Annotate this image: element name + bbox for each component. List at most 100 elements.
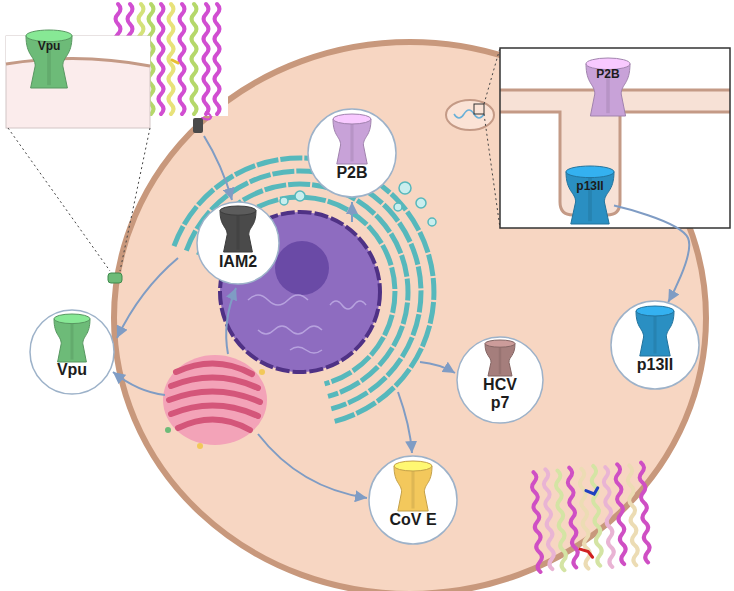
node-label: HCV p7 [477, 376, 523, 411]
circle-outline [611, 301, 699, 389]
helix [603, 467, 615, 567]
node-outline [566, 166, 614, 224]
channel-body [566, 172, 614, 224]
protein-structure-bottom [531, 462, 651, 572]
circle-outline [369, 456, 457, 544]
zoom-box [474, 104, 484, 114]
golgi-vesicle [259, 369, 265, 375]
transport-arrows [113, 136, 455, 498]
side-chain [586, 488, 598, 495]
transport-arrow [226, 288, 236, 354]
vesicle [295, 191, 305, 201]
helix [555, 470, 567, 570]
protein-circle: P2B [307, 108, 397, 198]
protein-circle: p13II [610, 300, 700, 390]
inset-membrane [6, 58, 150, 66]
node-label: Vpu [57, 361, 87, 379]
channel-rim [54, 314, 90, 324]
helix [215, 4, 220, 114]
channel-rim [636, 306, 674, 316]
node-outline [196, 201, 280, 285]
protein-circle: Vpu [29, 309, 115, 395]
channel-body [54, 319, 90, 362]
channel-icon: P2B [586, 58, 630, 116]
channel-body [26, 36, 72, 88]
node-label: P2B [336, 164, 367, 182]
channel-pore [237, 215, 240, 250]
channel-rim [485, 340, 515, 347]
vesicle [399, 182, 411, 194]
node-label: IAM2 [219, 253, 257, 271]
protein-circle: IAM2 [196, 201, 280, 285]
transport-arrow [614, 206, 689, 302]
chromatin-strand [290, 347, 322, 353]
vesicle [394, 203, 402, 211]
channel-icon [333, 114, 371, 164]
helix [567, 467, 579, 567]
golgi-vesicle [197, 443, 203, 449]
vesicle [416, 198, 426, 208]
channel-icon: p13II [566, 166, 614, 224]
channel-body [586, 64, 630, 116]
channel-body [220, 211, 256, 252]
channel-rim [566, 166, 614, 178]
chromatin-strand [248, 295, 308, 305]
mitochondrion [446, 100, 494, 130]
channel-pore [411, 471, 414, 509]
channel-rim [394, 461, 432, 471]
node-outline [307, 108, 397, 198]
golgi [163, 355, 267, 449]
helix [531, 472, 543, 572]
inner-membrane [500, 112, 730, 215]
channel-icon [54, 314, 90, 362]
cisterna [171, 377, 258, 388]
channel-body [394, 466, 432, 511]
channel-rim [333, 114, 371, 124]
helix [159, 4, 164, 114]
side-chain [580, 548, 593, 558]
inset-border [500, 48, 730, 228]
helix [543, 469, 555, 569]
transport-arrow [351, 202, 353, 222]
membrane-channel [108, 273, 122, 283]
zoom-line [484, 114, 500, 228]
node-label: Vpu [38, 40, 61, 53]
transport-arrow [204, 136, 232, 200]
channel-icon [566, 166, 614, 224]
circle-outline [308, 109, 396, 197]
zoom-line [8, 128, 110, 271]
membrane-channel [193, 118, 203, 133]
protein-circle: CoV E [368, 455, 458, 545]
cisterna [169, 391, 260, 402]
nucleolus [275, 241, 329, 295]
transport-arrow [258, 434, 367, 498]
golgi-vesicle [165, 427, 171, 433]
cisterna [176, 363, 252, 374]
channel-rim [220, 206, 256, 215]
transport-arrow [113, 372, 165, 395]
channel-icon: Vpu [26, 30, 72, 88]
node-label: p13II [637, 356, 673, 374]
channel-pore [499, 347, 501, 374]
circle-outline [30, 310, 114, 394]
node-outline [29, 309, 115, 395]
helix [627, 465, 639, 565]
helix [615, 464, 627, 564]
circle-outline [457, 337, 543, 423]
helix [192, 4, 197, 114]
golgi-body [163, 355, 267, 445]
transport-arrow [420, 362, 455, 373]
node-outline [368, 455, 458, 545]
golgi-cisternae [169, 363, 260, 430]
circle-outline [197, 202, 279, 284]
helix [639, 462, 651, 562]
channel-icon [26, 30, 72, 88]
channel-pore [653, 316, 656, 354]
er-sheet [211, 197, 395, 384]
vesicle [428, 218, 436, 226]
channel-icon [485, 340, 515, 376]
